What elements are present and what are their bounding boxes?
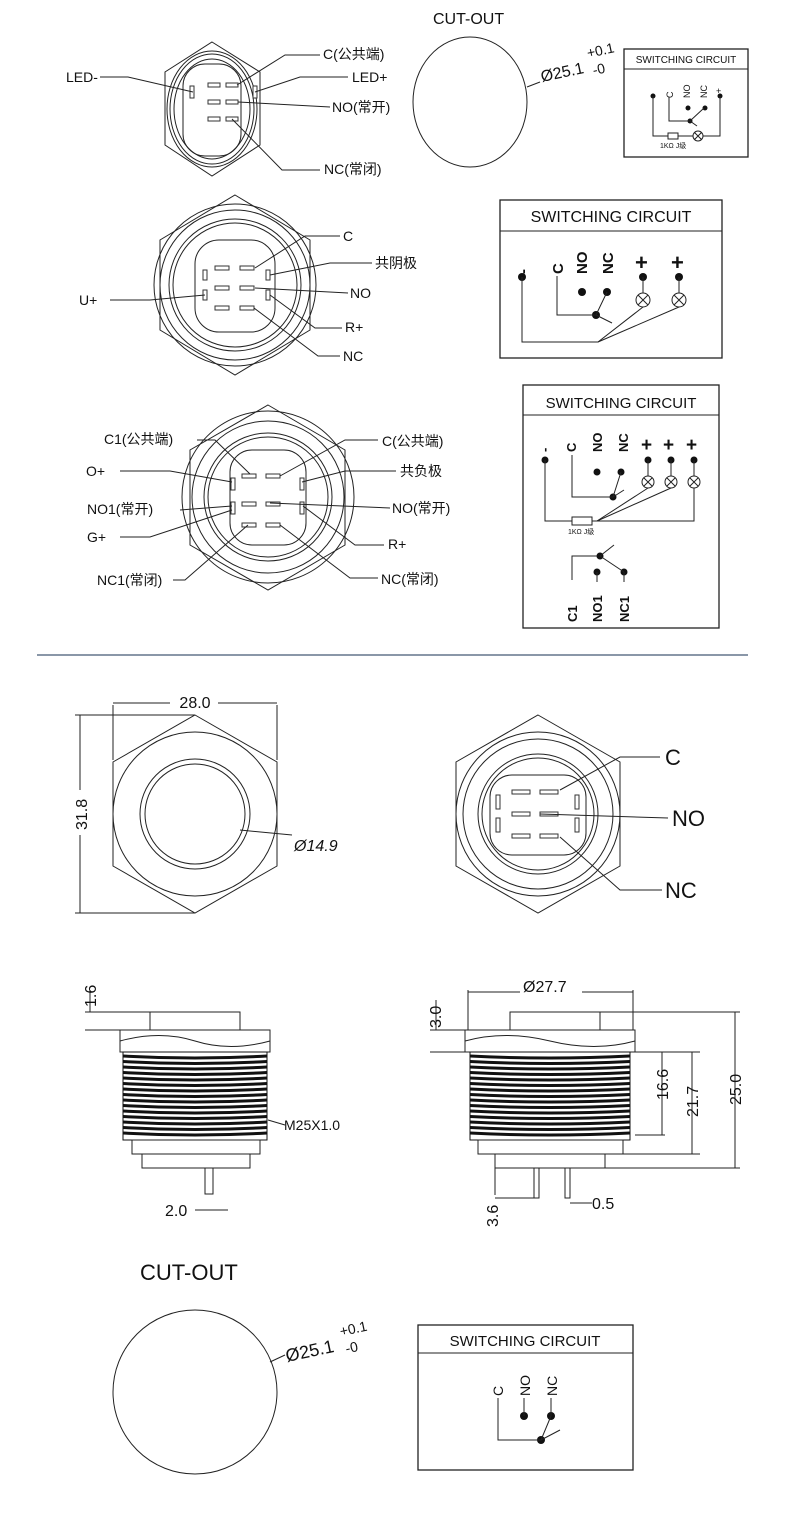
label-common-cathode: 共阴极 bbox=[375, 255, 417, 271]
label-nc: NC(常闭) bbox=[381, 571, 439, 587]
label-r-plus: R+ bbox=[388, 536, 406, 552]
pin-label: + bbox=[716, 86, 721, 96]
label-nc: NC bbox=[343, 348, 363, 364]
label-no: NO(常开) bbox=[332, 99, 390, 115]
label-no: NO(常开) bbox=[392, 500, 450, 516]
model-c-front-view: C1(公共端) O+ NO1(常开) G+ NC1(常闭) C(公共端) 共负极… bbox=[86, 404, 450, 591]
pin-label: C1 bbox=[565, 605, 580, 622]
dim-d1: 16.6 bbox=[655, 1069, 672, 1100]
label-led-plus: LED+ bbox=[352, 69, 387, 85]
dim-diameter: Ø14.9 bbox=[293, 838, 338, 855]
cutout-tol-plus: +0.1 bbox=[585, 39, 616, 60]
dim-d2: 21.7 bbox=[685, 1086, 702, 1117]
dim-width: 28.0 bbox=[179, 695, 210, 712]
label-common-cathode: 共负极 bbox=[400, 463, 442, 479]
dim-thread: M25X1.0 bbox=[284, 1117, 340, 1133]
thread-lines bbox=[469, 1051, 631, 1141]
label-c: C(公共端) bbox=[382, 433, 443, 449]
cutout-title: CUT-OUT bbox=[433, 11, 504, 28]
pin-label: NC bbox=[600, 252, 617, 274]
pin-label: C bbox=[490, 1386, 506, 1396]
pin-label: - bbox=[537, 448, 552, 452]
pin-label: NO1 bbox=[590, 595, 605, 622]
pin-label: C bbox=[665, 91, 675, 98]
dim-pin: 2.0 bbox=[165, 1203, 187, 1220]
switching-circuit-a: SWITCHING CIRCUIT - C NO NC + 1KΩ J级 bbox=[623, 48, 749, 158]
pin-label: C bbox=[550, 263, 567, 274]
label-no: NO bbox=[350, 285, 371, 301]
thread-lines bbox=[122, 1051, 268, 1141]
label-no: NO bbox=[672, 806, 705, 831]
side-view-left: 1.6 M25X1.0 2.0 bbox=[83, 985, 340, 1220]
pin-label: + bbox=[635, 250, 648, 275]
label-u-plus: U+ bbox=[79, 292, 97, 308]
pin-label: NC bbox=[616, 433, 631, 452]
label-led-minus: LED- bbox=[66, 69, 98, 85]
pin-label: NC1 bbox=[617, 596, 632, 622]
resistor-label: 1KΩ J级 bbox=[660, 141, 686, 150]
pin-label: NC bbox=[544, 1376, 560, 1396]
cutout-tol-minus: -0 bbox=[591, 60, 607, 78]
side-view-right: Ø27.7 3.0 16.6 21.7 25.0 3.6 0.5 bbox=[428, 979, 745, 1227]
dim-diameter: Ø27.7 bbox=[523, 979, 567, 996]
front-view: 28.0 31.8 Ø14.9 bbox=[74, 695, 338, 914]
cutout-title: CUT-OUT bbox=[140, 1260, 238, 1285]
cutout-diameter: Ø25.1 bbox=[284, 1336, 336, 1366]
label-c: C bbox=[343, 228, 353, 244]
circuit-title: SWITCHING CIRCUIT bbox=[636, 55, 737, 66]
dim-head: 3.0 bbox=[428, 1006, 445, 1028]
pin-label: C bbox=[564, 442, 579, 452]
dim-pin-width: 0.5 bbox=[592, 1196, 614, 1213]
label-c: C bbox=[665, 745, 681, 770]
dim-head: 1.6 bbox=[83, 985, 100, 1007]
pin-label: NO bbox=[517, 1375, 533, 1396]
circuit-title: SWITCHING CIRCUIT bbox=[531, 209, 692, 226]
dim-height: 31.8 bbox=[74, 799, 91, 830]
model-b-front-view: C 共阴极 U+ NO R+ NC bbox=[79, 194, 417, 376]
pin-label: + bbox=[663, 435, 674, 456]
pin-label: NO bbox=[682, 85, 692, 99]
pin-label: + bbox=[641, 435, 652, 456]
label-c: C(公共端) bbox=[323, 46, 384, 62]
label-nc1: NC1(常闭) bbox=[97, 572, 162, 588]
cutout-tol-plus: +0.1 bbox=[338, 1318, 369, 1339]
switching-circuit-c: SWITCHING CIRCUIT - C NO NC + + + 1KΩ J级… bbox=[522, 384, 720, 629]
pin-label: - bbox=[515, 269, 532, 274]
label-nc: NC(常闭) bbox=[324, 161, 382, 177]
back-view: C NO NC bbox=[455, 714, 705, 914]
label-nc: NC bbox=[665, 878, 697, 903]
pin-label: NC bbox=[699, 85, 709, 98]
dim-pin-length: 3.6 bbox=[485, 1205, 502, 1227]
label-g-plus: G+ bbox=[87, 529, 106, 545]
cutout-tol-minus: -0 bbox=[344, 1338, 360, 1356]
pin-label: + bbox=[671, 250, 684, 275]
pin-label: NO bbox=[590, 433, 605, 453]
pin-label: + bbox=[686, 435, 697, 456]
circuit-title: SWITCHING CIRCUIT bbox=[546, 395, 697, 412]
cutout-b: CUT-OUT Ø25.1 +0.1 -0 bbox=[112, 1260, 369, 1475]
switching-circuit-d: SWITCHING CIRCUIT C NO NC bbox=[417, 1324, 634, 1471]
label-c1: C1(公共端) bbox=[104, 431, 173, 447]
switching-circuit-b: SWITCHING CIRCUIT - C NO NC + + bbox=[499, 199, 723, 359]
cutout-diameter: Ø25.1 bbox=[539, 60, 585, 86]
label-r-plus: R+ bbox=[345, 319, 363, 335]
dim-d3: 25.0 bbox=[728, 1074, 745, 1105]
cutout-a: CUT-OUT Ø25.1 +0.1 -0 bbox=[412, 11, 616, 168]
label-no1: NO1(常开) bbox=[87, 501, 153, 517]
model-a-front-view: LED- C(公共端) LED+ NO(常开) NC(常闭) bbox=[66, 41, 390, 177]
label-o-plus: O+ bbox=[86, 463, 105, 479]
pin-label: NO bbox=[574, 251, 591, 274]
resistor-label: 1KΩ J级 bbox=[568, 527, 594, 536]
circuit-title: SWITCHING CIRCUIT bbox=[450, 1333, 601, 1350]
